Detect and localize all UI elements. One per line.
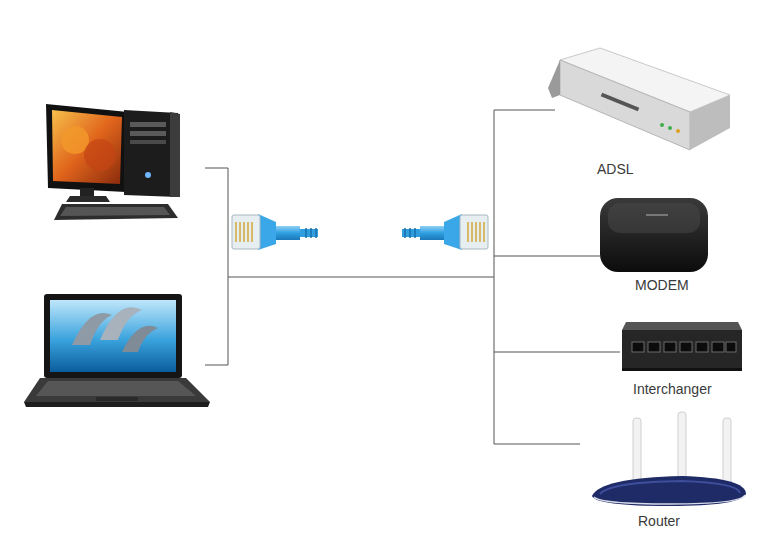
desktop-computer	[60, 207, 170, 216]
ethernet-cable	[232, 215, 260, 249]
ethernet-cable	[272, 226, 300, 240]
ethernet-cable	[444, 214, 462, 250]
switch-device	[648, 342, 660, 352]
adsl-device	[548, 60, 560, 98]
modem-device	[646, 214, 668, 216]
ethernet-cable	[296, 229, 424, 238]
switch-device	[680, 342, 692, 352]
wire-lines	[494, 110, 580, 444]
laptop-computer	[44, 294, 182, 378]
ethernet-cable	[300, 229, 318, 237]
laptop-computer	[96, 397, 138, 401]
device-label: ADSL	[595, 161, 636, 178]
ethernet-cable	[236, 222, 252, 242]
laptop-computer	[122, 326, 158, 352]
modem-device	[600, 198, 708, 272]
adsl-device	[548, 48, 730, 150]
desktop-computer	[46, 104, 128, 192]
modem-device	[608, 203, 700, 233]
desktop-computer	[130, 131, 166, 136]
adsl-device	[690, 95, 730, 150]
switch-device	[622, 330, 742, 368]
switch-device	[664, 342, 676, 352]
desktop-computer	[84, 139, 116, 171]
adsl-device	[560, 60, 690, 150]
wire-lines	[494, 352, 620, 353]
laptop-computer	[36, 381, 196, 396]
router-device	[723, 418, 731, 488]
adsl-device	[668, 126, 672, 130]
ethernet-cable	[402, 229, 420, 237]
ethernet-cable	[468, 222, 484, 242]
adsl-device	[660, 123, 664, 127]
desktop-computer	[66, 196, 110, 202]
switch-device	[696, 342, 708, 352]
modem-device	[600, 198, 708, 272]
desktop-computer	[124, 110, 178, 197]
desktop-computer	[170, 112, 180, 197]
router-device	[594, 495, 745, 504]
router-device	[633, 418, 641, 488]
desktop-computer	[145, 172, 151, 178]
laptop-computer	[24, 402, 210, 407]
ethernet-cable	[420, 226, 448, 240]
switch-device	[622, 322, 742, 330]
switch-device	[726, 342, 736, 352]
switch-device	[712, 342, 724, 352]
router-device	[600, 481, 740, 494]
laptop-computer	[50, 300, 176, 372]
wire-lines	[205, 110, 620, 444]
ethernet-cable	[405, 228, 415, 238]
device-label: Interchanger	[631, 381, 714, 398]
desktop-computer	[54, 204, 178, 220]
router-device	[592, 476, 746, 506]
wire-lines	[205, 168, 228, 365]
device-label: Router	[636, 513, 682, 530]
ethernet-cable	[258, 214, 276, 250]
switch-device	[622, 368, 742, 371]
switch-device	[622, 322, 742, 371]
switch-device	[632, 342, 644, 352]
desktop-computer	[61, 126, 89, 154]
wire-lines	[494, 256, 600, 257]
laptop-computer	[24, 294, 210, 407]
ethernet-cable	[306, 228, 316, 238]
desktop-computer	[52, 110, 122, 184]
desktop-computer	[46, 104, 180, 220]
adsl-device	[676, 129, 680, 133]
desktop-computer	[80, 188, 94, 196]
ethernet-cable	[232, 214, 488, 250]
wire-lines	[228, 277, 494, 278]
desktop-computer	[130, 122, 166, 127]
laptop-computer	[24, 378, 210, 402]
adsl-device	[601, 93, 640, 112]
desktop-computer	[130, 140, 166, 144]
router-device	[592, 412, 746, 506]
device-label: MODEM	[633, 277, 691, 294]
ethernet-cable	[460, 215, 488, 249]
